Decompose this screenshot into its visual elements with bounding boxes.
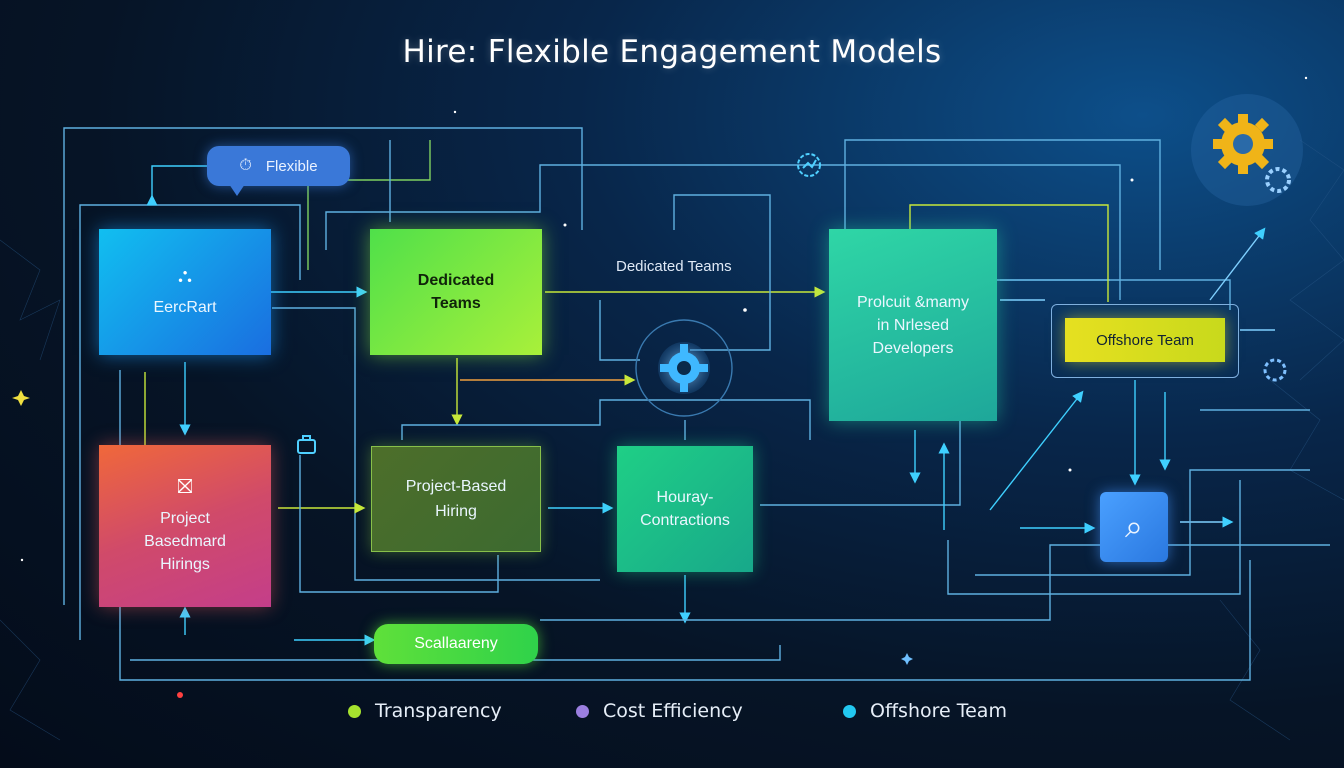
- chart-badge-icon: [797, 153, 821, 177]
- legend-item-cost-efficiency: Cost Efficiency: [576, 700, 743, 722]
- scalability-pill: Scallaareny: [374, 624, 538, 664]
- product-developers-label: Prolcuit &mamy in Nrlesed Developers: [856, 293, 970, 357]
- hourly-contractions-label: Houray- Contractions: [640, 489, 730, 529]
- offshore-frame: [1051, 304, 1239, 378]
- hub-gear-icon: [635, 319, 733, 417]
- offshore-team-node: Offshore Team: [1065, 318, 1225, 362]
- small-gear-icon: [1263, 358, 1287, 382]
- hourly-contractions-node: Houray- Contractions: [617, 446, 753, 572]
- project-based-hiring-node: Project-Based Hiring: [371, 446, 541, 552]
- legend-dot-offshore-team: [843, 704, 856, 718]
- background-mesh: [0, 139, 1344, 741]
- flexible-callout: ⏱ Flexible: [207, 146, 350, 196]
- page-title: Hire: Flexible Engagement Models: [402, 34, 942, 70]
- legend-label-offshore-team: Offshore Team: [870, 700, 1007, 722]
- project-based-hirings-node: ⛝ Project Basedmard Hirings: [99, 445, 271, 607]
- dedicated-teams-node: Dedicated Teams: [370, 229, 542, 355]
- dedicated-teams-label: Dedicated Teams: [417, 272, 495, 312]
- clock-icon: ⏱: [239, 157, 252, 174]
- flexible-label: Flexible: [265, 157, 318, 175]
- gears-icon: [1191, 94, 1303, 206]
- legend-item-transparency: Transparency: [348, 700, 502, 722]
- enterprise-node: ⛬ EercRart: [99, 229, 271, 355]
- scalability-label: Scallaareny: [414, 635, 498, 652]
- legend-label-cost-efficiency: Cost Efficiency: [603, 700, 743, 722]
- briefcase-icon: [297, 435, 316, 454]
- offshore-team-label: Offshore Team: [1096, 331, 1194, 349]
- callout-tail: [229, 184, 245, 196]
- dedicated-teams-caption: Dedicated Teams: [616, 258, 732, 275]
- legend-dot-cost-efficiency: [576, 704, 589, 718]
- sparkles: [12, 76, 1308, 698]
- project-based-hirings-label: Project Basedmard Hirings: [144, 510, 226, 573]
- connectors: [63, 127, 1330, 681]
- project-based-hiring-label: Project-Based Hiring: [405, 478, 507, 520]
- legend-dot-transparency: [348, 704, 361, 718]
- search-icon: ⌕: [1100, 492, 1168, 562]
- legend-item-offshore-team: Offshore Team: [843, 700, 1007, 722]
- legend-label-transparency: Transparency: [375, 700, 502, 722]
- hierarchy-icon: ⛬: [178, 265, 192, 287]
- enterprise-label: EercRart: [153, 299, 217, 316]
- product-developers-node: Prolcuit &mamy in Nrlesed Developers: [829, 229, 997, 421]
- gift-icon: ⛝: [177, 476, 193, 498]
